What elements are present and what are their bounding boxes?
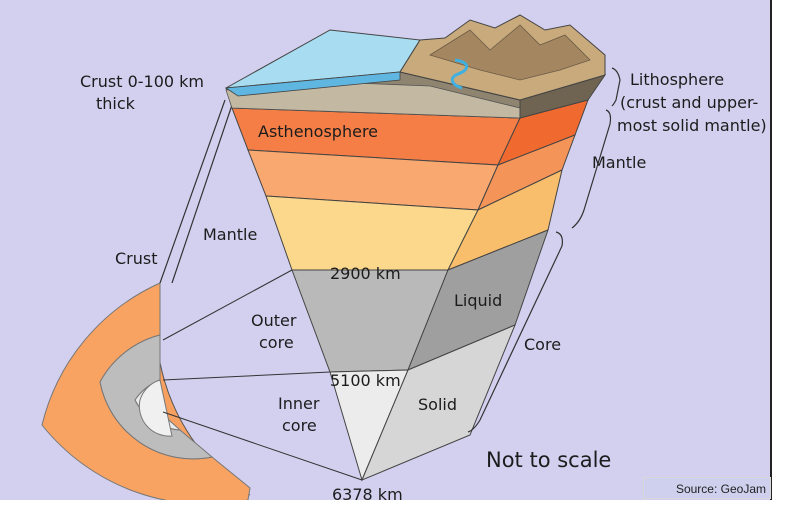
bracket-lithosphere	[611, 67, 621, 107]
label-solid: Solid	[418, 395, 457, 414]
label-mantle-left: Mantle	[203, 225, 258, 244]
label-core: Core	[524, 335, 562, 354]
label-inner-core-2: core	[282, 416, 317, 435]
label-lithosphere: Lithosphere	[630, 70, 725, 89]
label-not-to-scale: Not to scale	[486, 448, 612, 472]
label-outer-core-2: core	[259, 333, 294, 352]
bracket-core	[467, 231, 563, 433]
label-crust: Crust	[115, 249, 158, 268]
side-inner-core	[361, 324, 516, 481]
bracket-mantle	[571, 109, 612, 229]
label-lithosphere-2: (crust and upper-	[620, 93, 759, 112]
label-lithosphere-3: most solid mantle)	[617, 116, 767, 135]
panel-border	[770, 0, 772, 500]
diagram-panel: Crust 0-100 km thick Asthenosphere Mantl…	[0, 0, 770, 500]
label-depth-2900: 2900 km	[330, 264, 401, 283]
label-inner-core-1: Inner	[278, 394, 320, 413]
label-crust-thickness-2: thick	[96, 94, 135, 113]
label-liquid: Liquid	[454, 291, 503, 310]
earth-cross-section-graphic	[41, 14, 621, 500]
label-mantle-right: Mantle	[592, 153, 647, 172]
label-depth-5100: 5100 km	[330, 371, 401, 390]
label-depth-6378: 6378 km	[332, 485, 403, 500]
label-crust-thickness: Crust 0-100 km	[80, 72, 205, 91]
source-caption: Source: GeoJam	[643, 477, 771, 499]
label-asthenosphere: Asthenosphere	[258, 122, 379, 141]
label-outer-core-1: Outer	[251, 311, 297, 330]
